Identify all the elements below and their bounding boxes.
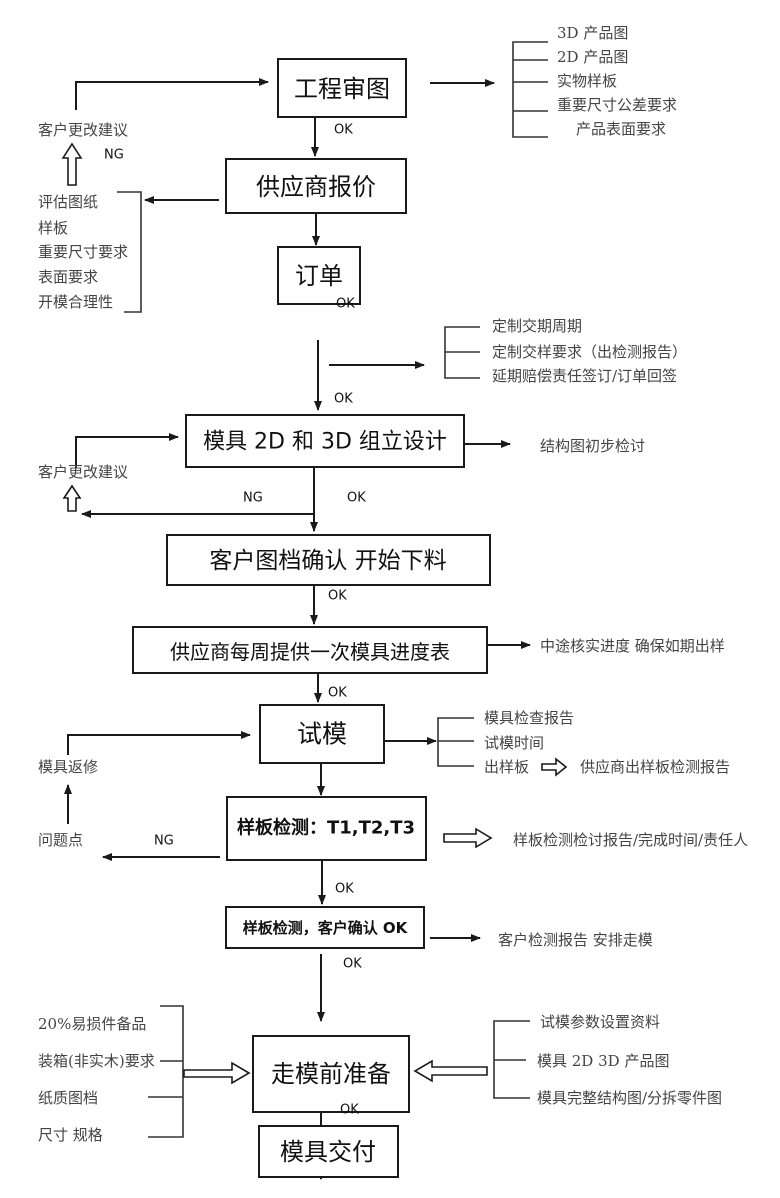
prep-left-item: 尺寸 规格 [38, 1126, 103, 1144]
note-customer-report: 客户检测报告 安排走模 [498, 931, 653, 949]
node-sample-customer-ok-label: 样板检测，客户确认 OK [243, 919, 409, 937]
note-trial-sample-report: 供应商出样板检测报告 [580, 758, 730, 776]
prep-left-item: 20%易损件备品 [38, 1015, 146, 1033]
hollow-up-arrow-icon [62, 484, 82, 512]
edge-change-to-review [75, 78, 269, 110]
bracket-quote-items [117, 191, 142, 313]
review-item: 3D 产品图 [557, 24, 628, 42]
node-sample-inspection-label: 样板检测：T1,T2,T3 [237, 817, 415, 839]
prep-left-item: 纸质图档 [38, 1089, 98, 1107]
label-ok: OK [347, 491, 366, 506]
label-ok: OK [328, 686, 347, 701]
note-customer-change-1: 客户更改建议 [38, 121, 128, 139]
node-mold-delivery [258, 1125, 399, 1178]
prep-left-item: 装箱(非实木)要求 [38, 1052, 155, 1070]
bracket-prep-left-items [148, 1005, 184, 1138]
node-supplier-quote [225, 158, 407, 214]
quote-item: 重要尺寸要求 [38, 243, 128, 261]
label-ok: OK [328, 589, 347, 604]
node-customer-confirm [166, 534, 491, 586]
label-ng-2: NG [243, 491, 263, 506]
node-sample-customer-ok [225, 906, 425, 949]
note-inspection-report: 样板检测检讨报告/完成时间/责任人 [513, 831, 748, 849]
label-ng-1: NG [104, 148, 124, 163]
order-item: 定制交期周期 [492, 317, 582, 335]
note-mold-repair: 模具返修 [38, 758, 98, 776]
bracket-prep-right-items [493, 1020, 530, 1099]
node-order-label: 订单 [295, 262, 343, 290]
node-mold-design-label: 模具 2D 和 3D 组立设计 [203, 430, 447, 455]
quote-item: 表面要求 [38, 268, 98, 286]
node-engineering-review-label: 工程审图 [294, 75, 390, 103]
node-trial-mold-label: 试模 [297, 720, 347, 749]
node-mold-delivery-label: 模具交付 [280, 1138, 376, 1166]
hollow-left-arrow-icon [413, 1059, 488, 1083]
bracket-trial-items [437, 717, 474, 767]
node-trial-mold [259, 704, 385, 764]
trial-item: 出样板 [484, 758, 529, 776]
quote-item: 评估图纸 [38, 193, 98, 211]
label-ng-3: NG [154, 834, 174, 849]
trial-item: 模具检查报告 [484, 709, 574, 727]
prep-right-item: 模具完整结构图/分拆零件图 [537, 1089, 722, 1107]
note-design: 结构图初步检讨 [540, 437, 645, 455]
node-pre-shipment-prep-label: 走模前准备 [271, 1060, 391, 1088]
label-ok: OK [343, 957, 362, 972]
note-progress: 中途核实进度 确保如期出样 [540, 637, 725, 655]
edge-change-to-design [75, 433, 179, 468]
review-item: 实物样板 [557, 72, 617, 90]
node-order [277, 246, 361, 305]
node-sample-inspection [226, 796, 427, 861]
node-pre-shipment-prep [252, 1035, 410, 1113]
review-item: 重要尺寸公差要求 [557, 96, 677, 114]
note-customer-change-2: 客户更改建议 [38, 463, 128, 481]
order-item: 延期赔偿责任签订/订单回签 [492, 367, 677, 385]
edge-repair-to-trial [67, 731, 251, 755]
node-customer-confirm-label: 客户图档确认 开始下料 [209, 548, 446, 574]
label-ok: OK [334, 123, 353, 138]
label-ok: OK [334, 392, 353, 407]
bracket-review-items [512, 41, 548, 138]
trial-item: 试模时间 [484, 734, 544, 752]
prep-right-item: 试模参数设置资料 [540, 1013, 660, 1031]
node-mold-design [185, 414, 465, 468]
quote-item: 开模合理性 [38, 293, 113, 311]
node-weekly-progress [132, 626, 488, 674]
review-item: 2D 产品图 [557, 48, 628, 66]
node-supplier-quote-label: 供应商报价 [256, 173, 376, 201]
node-weekly-progress-label: 供应商每周提供一次模具进度表 [170, 640, 450, 664]
label-ok: OK [340, 1103, 359, 1118]
hollow-up-arrow-icon [61, 142, 83, 186]
hollow-right-arrow-icon [541, 757, 568, 777]
label-ok-partial: OK [336, 297, 355, 312]
node-engineering-review [277, 58, 407, 118]
bracket-order-items [444, 326, 480, 379]
prep-right-item: 模具 2D 3D 产品图 [537, 1052, 669, 1070]
quote-item: 样板 [38, 219, 68, 237]
note-problem-points: 问题点 [38, 831, 83, 849]
hollow-right-arrow-icon [443, 827, 493, 849]
hollow-right-arrow-icon [183, 1061, 251, 1085]
label-ok: OK [335, 882, 354, 897]
review-item: 产品表面要求 [576, 120, 666, 138]
order-item: 定制交样要求（出检测报告） [492, 343, 687, 361]
